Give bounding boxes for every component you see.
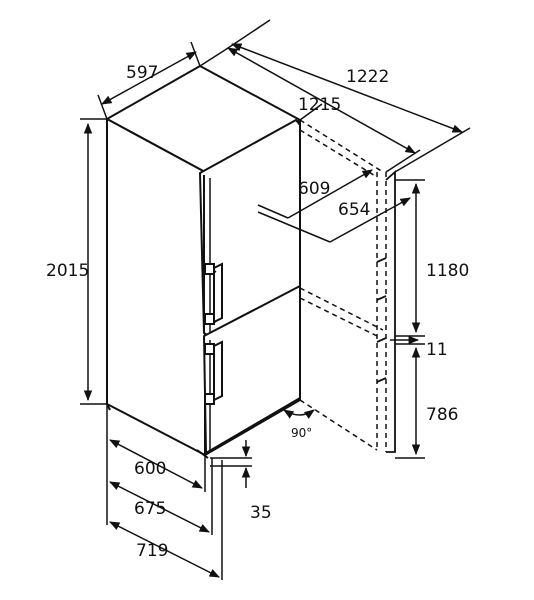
label-1180: 1180 (426, 261, 469, 281)
dimension-labels: 597 1222 1215 2015 609 654 1180 11 786 9… (46, 63, 469, 561)
open-door-outline (299, 119, 387, 452)
label-600: 600 (134, 459, 166, 479)
label-719: 719 (136, 541, 168, 561)
open-door-profile (376, 169, 396, 453)
label-1215: 1215 (298, 95, 341, 115)
label-786: 786 (426, 405, 458, 425)
upper-handle (204, 262, 223, 325)
label-609: 609 (298, 179, 330, 199)
label-35: 35 (250, 503, 272, 523)
label-1222: 1222 (346, 67, 389, 87)
label-654: 654 (338, 200, 370, 220)
label-597: 597 (126, 63, 158, 83)
lower-handle (204, 340, 223, 405)
label-2015: 2015 (46, 261, 89, 281)
label-675: 675 (134, 499, 166, 519)
dimension-lines (80, 19, 471, 580)
label-90-degrees: 90° (291, 426, 312, 440)
opening-angle-arc (283, 409, 315, 419)
label-11: 11 (426, 340, 448, 360)
